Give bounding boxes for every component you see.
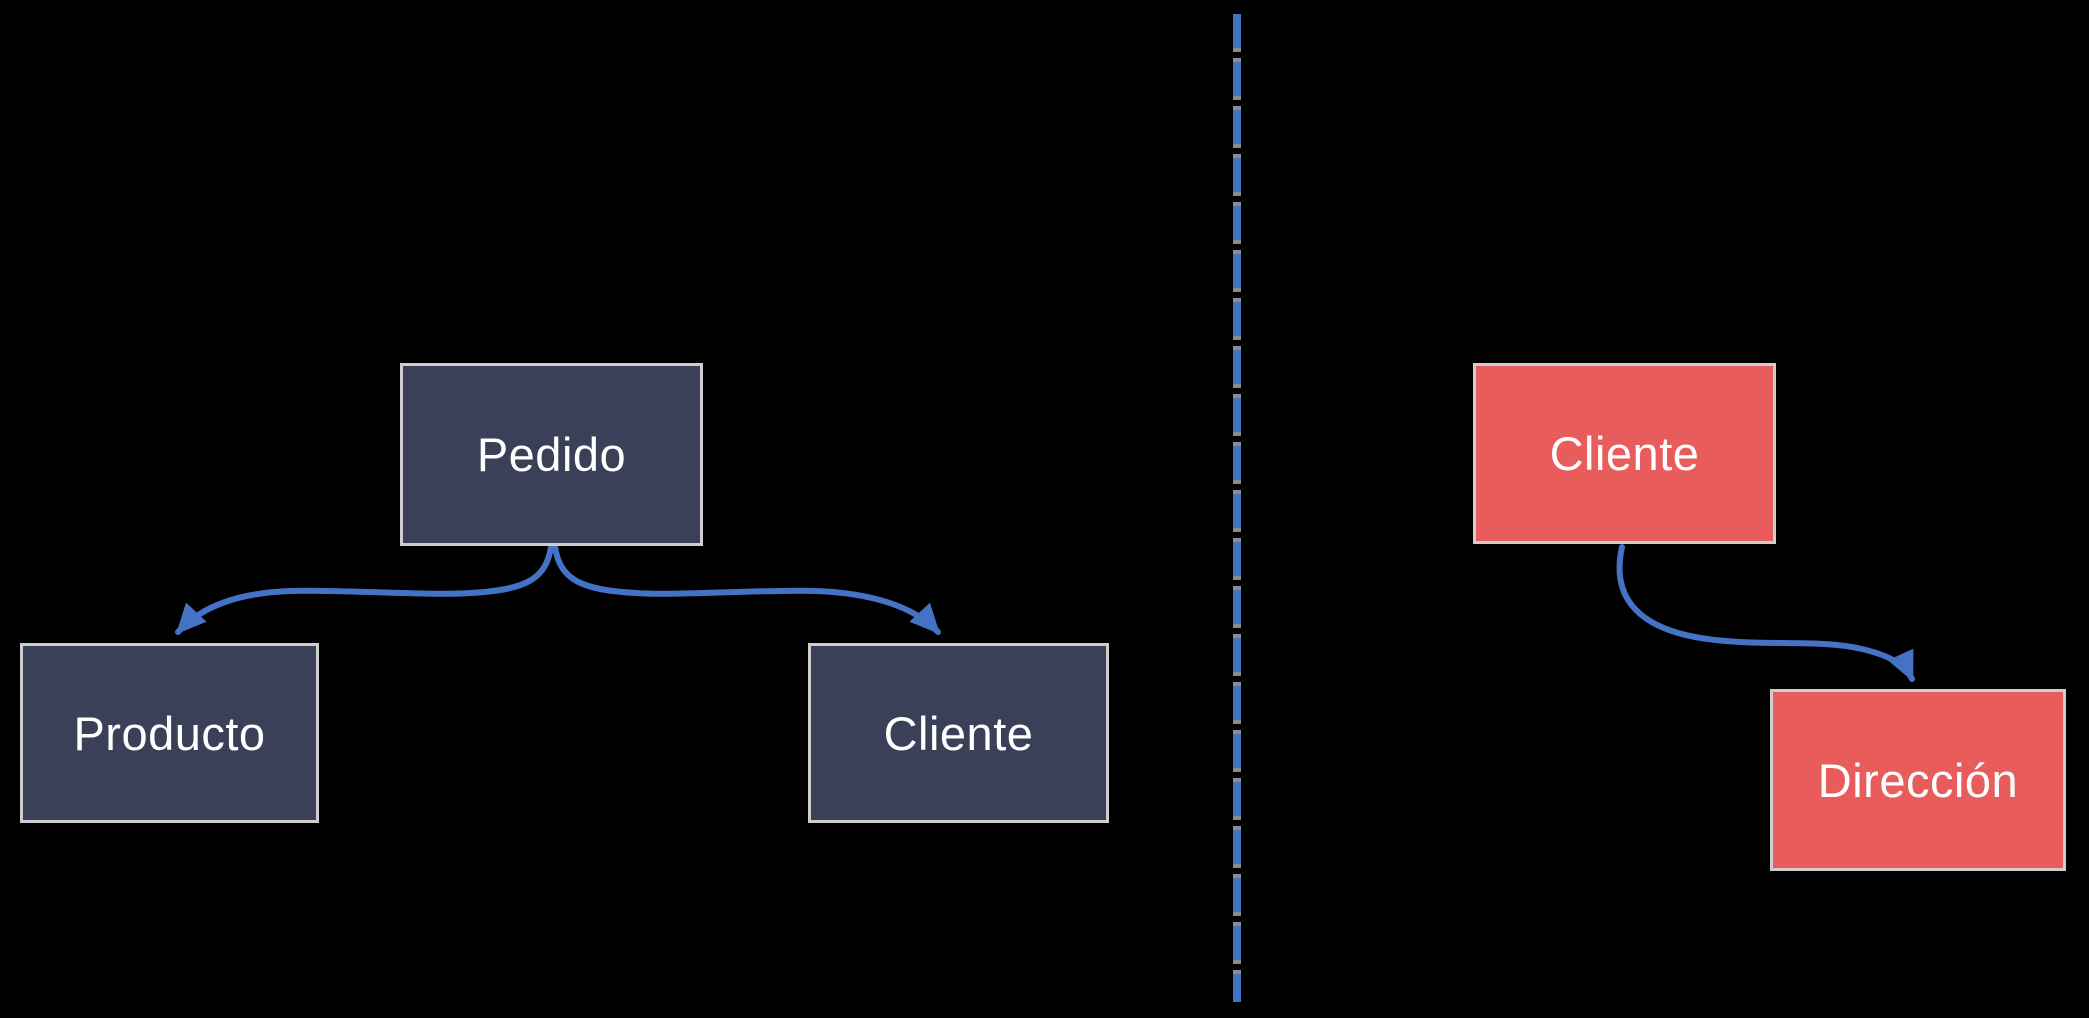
node-direccion-label: Dirección [1817,753,2019,807]
edge-cliente-direccion [1616,544,1915,682]
node-pedido: Pedido [400,363,703,546]
node-producto: Producto [20,643,319,823]
node-cliente-right: Cliente [1473,363,1776,544]
node-cliente-right-label: Cliente [1549,427,1700,480]
node-pedido-label: Pedido [476,428,627,481]
node-cliente-left: Cliente [808,643,1109,823]
node-cliente-left-label: Cliente [883,706,1034,760]
node-direccion: Dirección [1770,689,2066,871]
node-producto-label: Producto [73,706,266,760]
edge-pedido-cliente [552,544,941,635]
edge-pedido-producto [175,544,554,635]
